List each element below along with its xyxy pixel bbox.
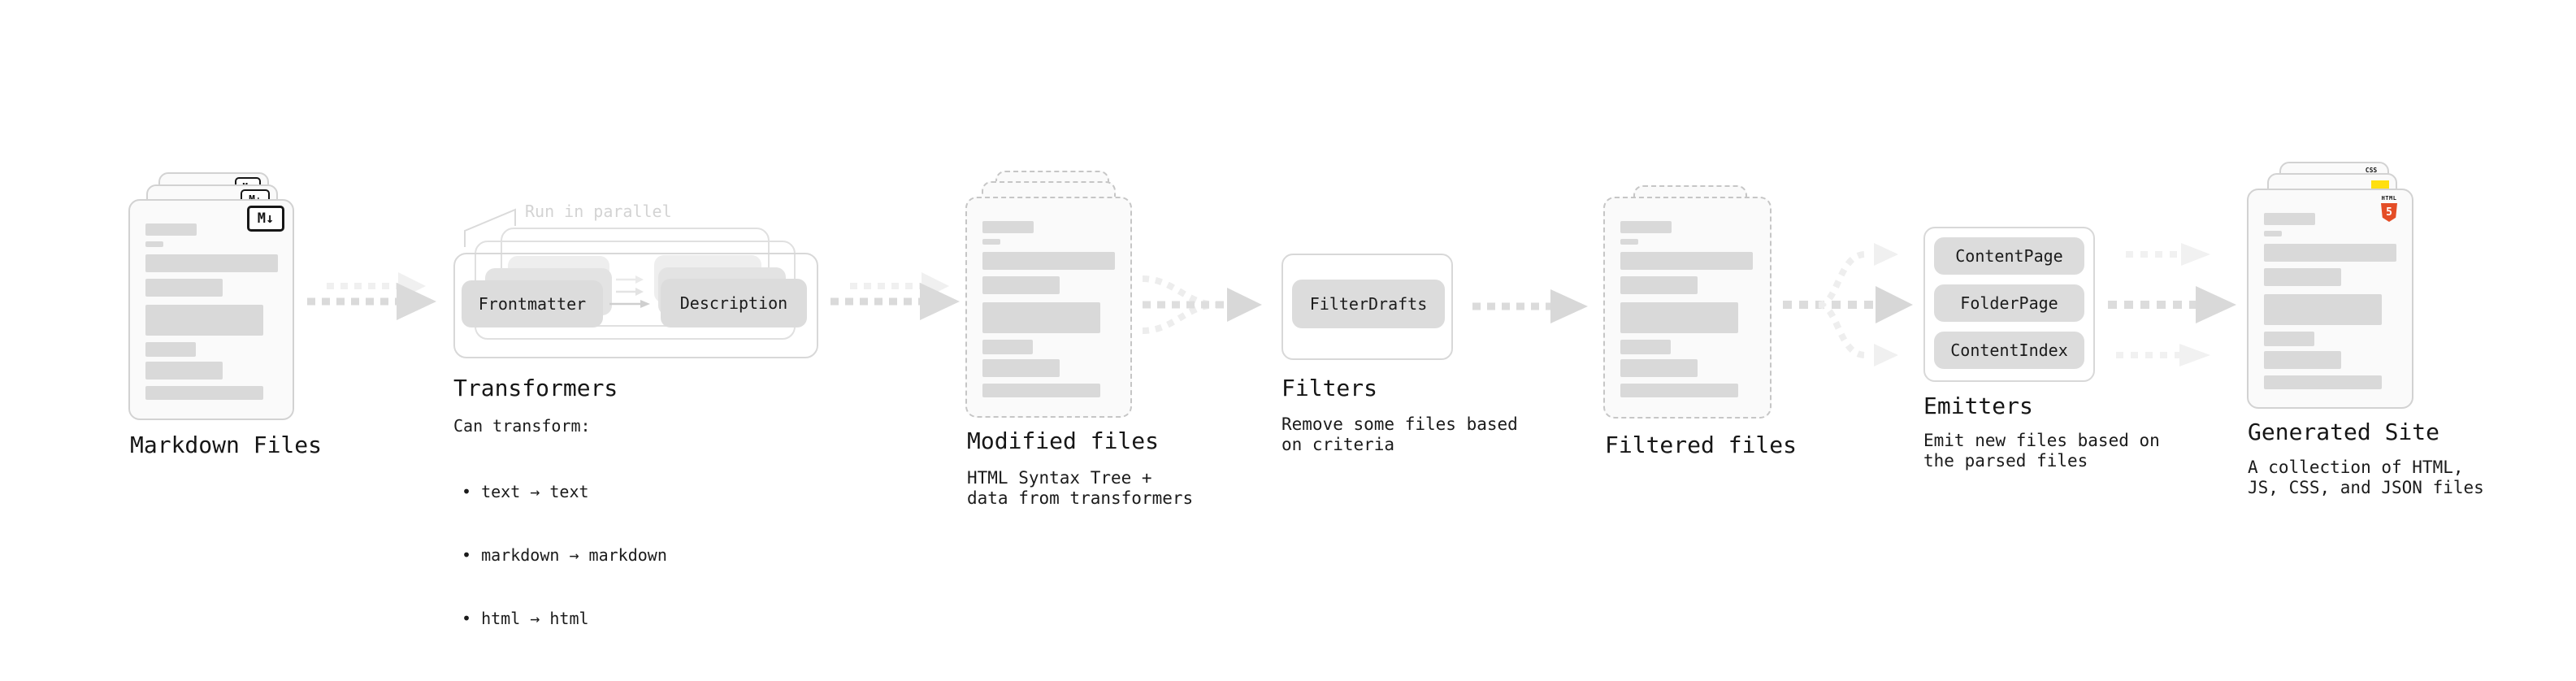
text-line-placeholder [145, 279, 223, 297]
text-line-placeholder [1620, 221, 1672, 233]
filter-drafts-pill: FilterDrafts [1292, 280, 1445, 328]
text-line-placeholder [145, 362, 223, 380]
text-line-placeholder [145, 386, 263, 400]
transform-bullet: • markdown → markdown [462, 545, 667, 565]
text-line-placeholder [982, 384, 1100, 397]
generated-site-subtitle: A collection of HTML, JS, CSS, and JSON … [2248, 458, 2484, 497]
html-file-card-front: HTML 5 [2247, 189, 2413, 409]
transformer-description-pill: Description [661, 279, 807, 327]
markdown-file-card-front: M↓ [128, 199, 294, 420]
css-icon-label: CSS [2365, 167, 2378, 174]
stage-title-filtered-files: Filtered files [1605, 432, 1798, 458]
text-line-placeholder [2264, 231, 2282, 236]
text-line-placeholder [145, 223, 197, 236]
flow-arrow-transformers-to-modified [830, 272, 960, 320]
run-in-parallel-annotation: Run in parallel [525, 202, 672, 221]
stage-title-transformers: Transformers [453, 375, 618, 401]
html5-icon-label: HTML [2381, 195, 2397, 202]
text-line-placeholder [2264, 375, 2382, 389]
emitter-content-index-pill: ContentIndex [1934, 332, 2084, 369]
modified-files-subtitle: HTML Syntax Tree + data from transformer… [967, 468, 1194, 508]
text-line-placeholder [2264, 332, 2314, 346]
transform-bullet: • html → html [462, 609, 589, 628]
transformers-subtitle-heading: Can transform: [453, 416, 591, 436]
text-line-placeholder [1620, 276, 1698, 294]
annotation-leader-line [464, 208, 516, 247]
parallel-flow-arrows [609, 275, 650, 308]
transformer-frontmatter-pill: Frontmatter [462, 280, 603, 327]
transformer-group-outline-front [453, 253, 818, 358]
text-line-placeholder [145, 342, 196, 357]
html5-icon-shield: 5 [2381, 203, 2397, 222]
flow-arrow-merge-to-filters [1142, 275, 1262, 334]
filters-subtitle: Remove some files based on criteria [1281, 414, 1518, 454]
filtered-file-card-front [1603, 197, 1772, 419]
text-line-placeholder [982, 221, 1034, 233]
emitters-subtitle: Emit new files based on the parsed files [1923, 431, 2160, 471]
stage-title-filters: Filters [1281, 375, 1378, 401]
text-line-placeholder [2264, 294, 2382, 325]
transformers-bullet-list: • text → text • markdown → markdown • ht… [462, 439, 667, 671]
text-line-placeholder [1620, 384, 1738, 397]
stage-title-modified-files: Modified files [967, 427, 1160, 454]
modified-file-card-front [965, 197, 1132, 418]
emitter-folder-page-pill: FolderPage [1934, 284, 2084, 322]
text-line-placeholder [982, 302, 1100, 333]
text-line-placeholder [1620, 340, 1671, 354]
text-line-placeholder [2264, 244, 2396, 262]
text-line-placeholder [145, 241, 163, 247]
text-line-placeholder [145, 254, 278, 272]
flow-arrow-fork-to-emitters [1783, 243, 1913, 367]
stage-title-markdown-files: Markdown Files [130, 432, 323, 458]
text-line-placeholder [1620, 239, 1638, 245]
text-line-placeholder [2264, 213, 2315, 225]
transform-bullet: • text → text [462, 482, 589, 501]
text-line-placeholder [1620, 359, 1698, 377]
flow-arrows-emitters-to-site [2108, 243, 2236, 367]
markdown-icon: M↓ [247, 206, 284, 232]
text-line-placeholder [982, 340, 1033, 354]
text-line-placeholder [1620, 302, 1738, 333]
emitter-content-page-pill: ContentPage [1934, 237, 2084, 275]
text-line-placeholder [2264, 351, 2341, 369]
text-line-placeholder [982, 252, 1115, 270]
flow-arrow-markdown-to-transformers [307, 272, 436, 320]
text-line-placeholder [2264, 268, 2341, 286]
text-line-placeholder [982, 276, 1060, 294]
text-line-placeholder [1620, 252, 1753, 270]
html5-icon: HTML 5 [2380, 195, 2398, 222]
stage-title-generated-site: Generated Site [2248, 419, 2440, 445]
text-line-placeholder [982, 359, 1060, 377]
text-line-placeholder [982, 239, 1000, 245]
stage-title-emitters: Emitters [1923, 393, 2033, 419]
text-line-placeholder [145, 305, 263, 336]
flow-arrow-filters-to-filtered [1472, 289, 1588, 323]
